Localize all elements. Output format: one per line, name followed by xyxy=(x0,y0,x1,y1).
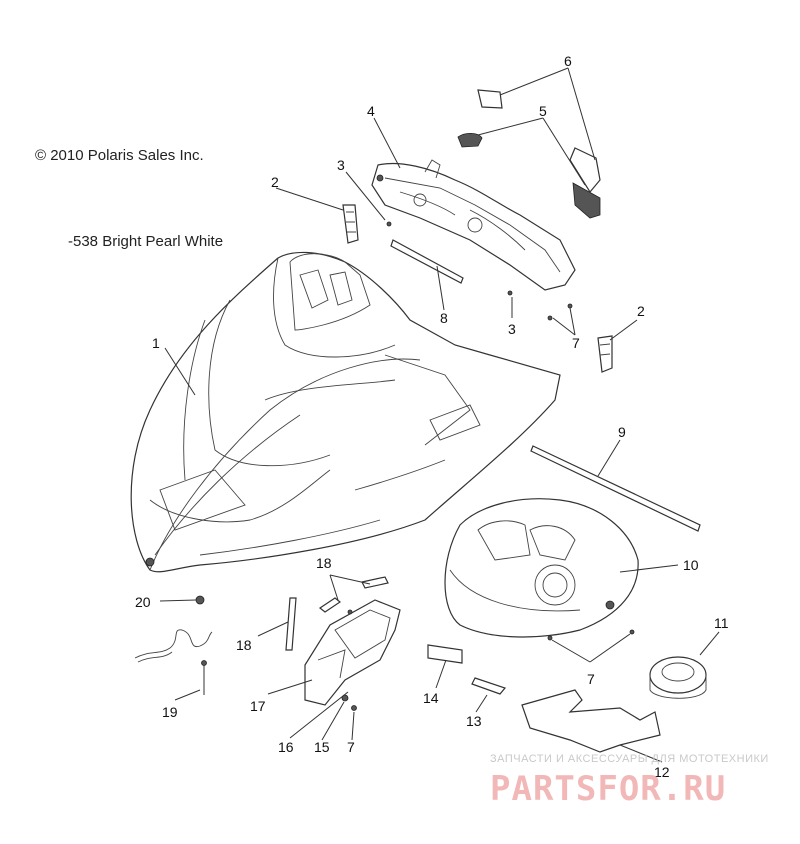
switch-bracket-part xyxy=(457,132,601,219)
fastener-7b xyxy=(567,303,573,309)
callout-20: 20 xyxy=(135,594,151,610)
color-note-text: -538 Bright Pearl White xyxy=(68,233,223,250)
watermark-logo: PARTSFOR.RU xyxy=(490,769,726,809)
leader-lines xyxy=(159,67,720,763)
callout-4: 4 xyxy=(367,103,375,119)
callout-8: 8 xyxy=(440,310,448,326)
fastener-7a xyxy=(547,315,553,321)
copyright-text: © 2010 Polaris Sales Inc. xyxy=(35,147,204,164)
pad-part-13 xyxy=(471,677,507,695)
callout-3b: 3 xyxy=(508,321,516,337)
grip-part-right xyxy=(597,335,613,373)
callout-12: 12 xyxy=(654,764,670,780)
callout-7b: 7 xyxy=(587,671,595,687)
callout-1: 1 xyxy=(152,335,160,351)
grommet-part xyxy=(649,656,707,699)
callout-16: 16 xyxy=(278,739,294,755)
dash-panel-part xyxy=(371,159,576,291)
callout-2a: 2 xyxy=(271,174,279,190)
callout-11: 11 xyxy=(714,615,729,631)
fastener-7d xyxy=(629,629,635,635)
callout-7a: 7 xyxy=(572,335,580,351)
callout-7c: 7 xyxy=(347,739,355,755)
fastener-7c xyxy=(547,635,553,641)
strip-part-18c xyxy=(361,576,389,589)
grip-part-left xyxy=(342,204,359,244)
callout-18b: 18 xyxy=(236,637,252,653)
cable-part xyxy=(134,595,213,695)
watermark-subtitle: ЗАПЧАСТИ И АКСЕССУАРЫ ДЛЯ МОТОТЕХНИКИ xyxy=(490,753,769,765)
callout-17: 17 xyxy=(250,698,266,714)
callout-5: 5 xyxy=(539,103,547,119)
strip-part-18b xyxy=(318,597,342,613)
pad-part-14 xyxy=(427,644,463,664)
long-strip-part xyxy=(530,445,701,532)
callout-18a: 18 xyxy=(316,555,332,571)
trim-strip-part xyxy=(390,239,464,284)
fastener-16 xyxy=(347,609,353,615)
callout-6: 6 xyxy=(564,53,572,69)
lower-panel-part xyxy=(521,689,661,753)
watermark: ЗАПЧАСТИ И АКСЕССУАРЫ ДЛЯ МОТОТЕХНИКИ PA… xyxy=(490,753,769,809)
callout-9: 9 xyxy=(618,424,626,440)
side-pocket-part xyxy=(304,599,401,706)
callout-14: 14 xyxy=(423,690,439,706)
fastener-3b xyxy=(507,290,513,296)
strip-part-18a xyxy=(285,597,297,651)
callout-3a: 3 xyxy=(337,157,345,173)
fastener-3a xyxy=(386,221,392,227)
fastener-7e xyxy=(351,705,357,711)
callout-2b: 2 xyxy=(637,303,645,319)
callout-13: 13 xyxy=(466,713,482,729)
hood-part xyxy=(130,251,561,573)
decal-part xyxy=(477,89,601,194)
callout-15: 15 xyxy=(314,739,330,755)
storage-tub-part xyxy=(444,498,639,638)
callout-10: 10 xyxy=(683,557,699,573)
callout-19: 19 xyxy=(162,704,178,720)
callout-labels: 1 2 2 3 3 4 5 6 7 7 7 8 9 10 11 12 13 14… xyxy=(135,53,729,780)
